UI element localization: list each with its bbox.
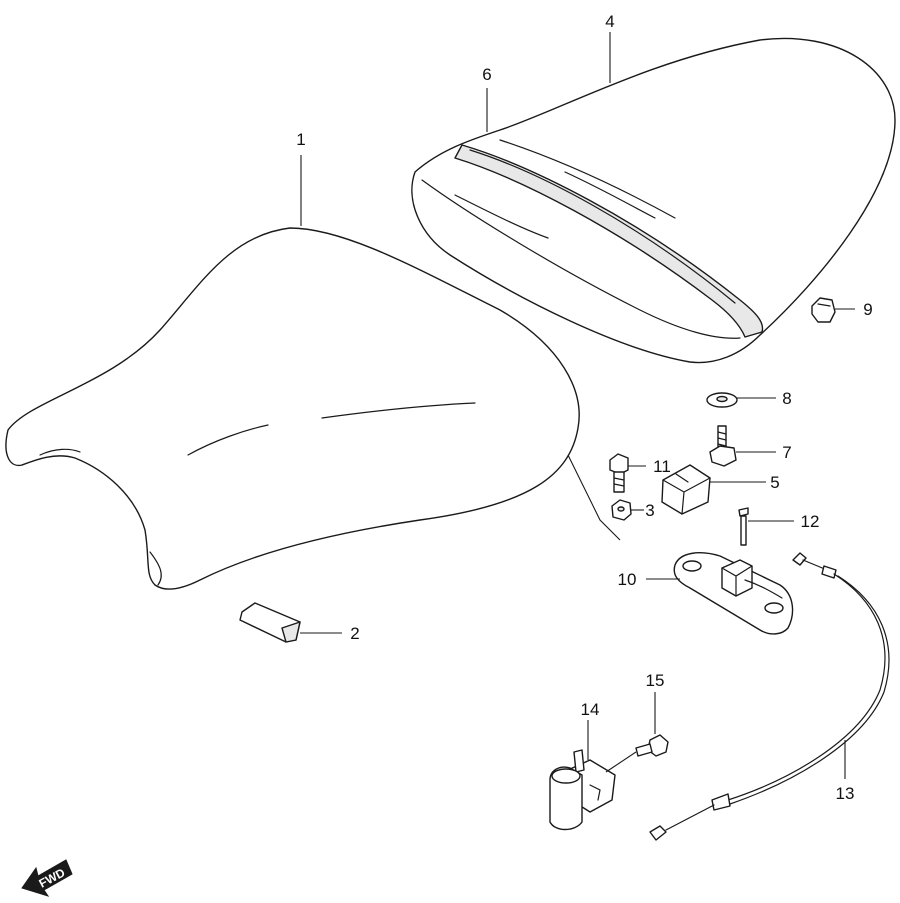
callout-12: 12: [801, 512, 820, 531]
small-nut-part: [611, 499, 632, 521]
rear-seat: [411, 37, 896, 364]
callout-11: 11: [653, 457, 671, 476]
bolt-part-small: [609, 453, 629, 493]
callout-2: 2: [350, 624, 359, 643]
bracket-block-part: [661, 464, 711, 515]
callout-8: 8: [782, 389, 791, 408]
fwd-arrow-icon: [21, 859, 73, 897]
cable-part: [649, 552, 890, 841]
callout-4: 4: [605, 12, 614, 31]
callout-9: 9: [863, 300, 872, 319]
bolt-part: [709, 425, 737, 467]
callout-1: 1: [296, 130, 305, 149]
front-seat: [5, 227, 580, 590]
callout-15: 15: [646, 671, 665, 690]
leader-lines: [300, 32, 855, 779]
callout-13: 13: [836, 784, 855, 803]
callout-6: 6: [482, 65, 491, 84]
screw-part: [738, 507, 749, 546]
nut-part: [811, 297, 836, 323]
lock-base-part: [673, 552, 794, 635]
callout-7: 7: [782, 443, 791, 462]
latch-bolt-part: [635, 734, 669, 757]
callout-10: 10: [618, 570, 637, 589]
forward-direction-indicator: FWD: [21, 859, 73, 897]
washer-part: [706, 392, 738, 408]
callout-14: 14: [581, 700, 600, 719]
callouts: 1 2 3 4 5 6 7 8 9 10 11 12 13 14 15: [296, 12, 872, 803]
callout-5: 5: [770, 473, 779, 492]
small-plate-part: [239, 602, 301, 643]
callout-3: 3: [645, 501, 654, 520]
latch-part: [549, 749, 616, 831]
